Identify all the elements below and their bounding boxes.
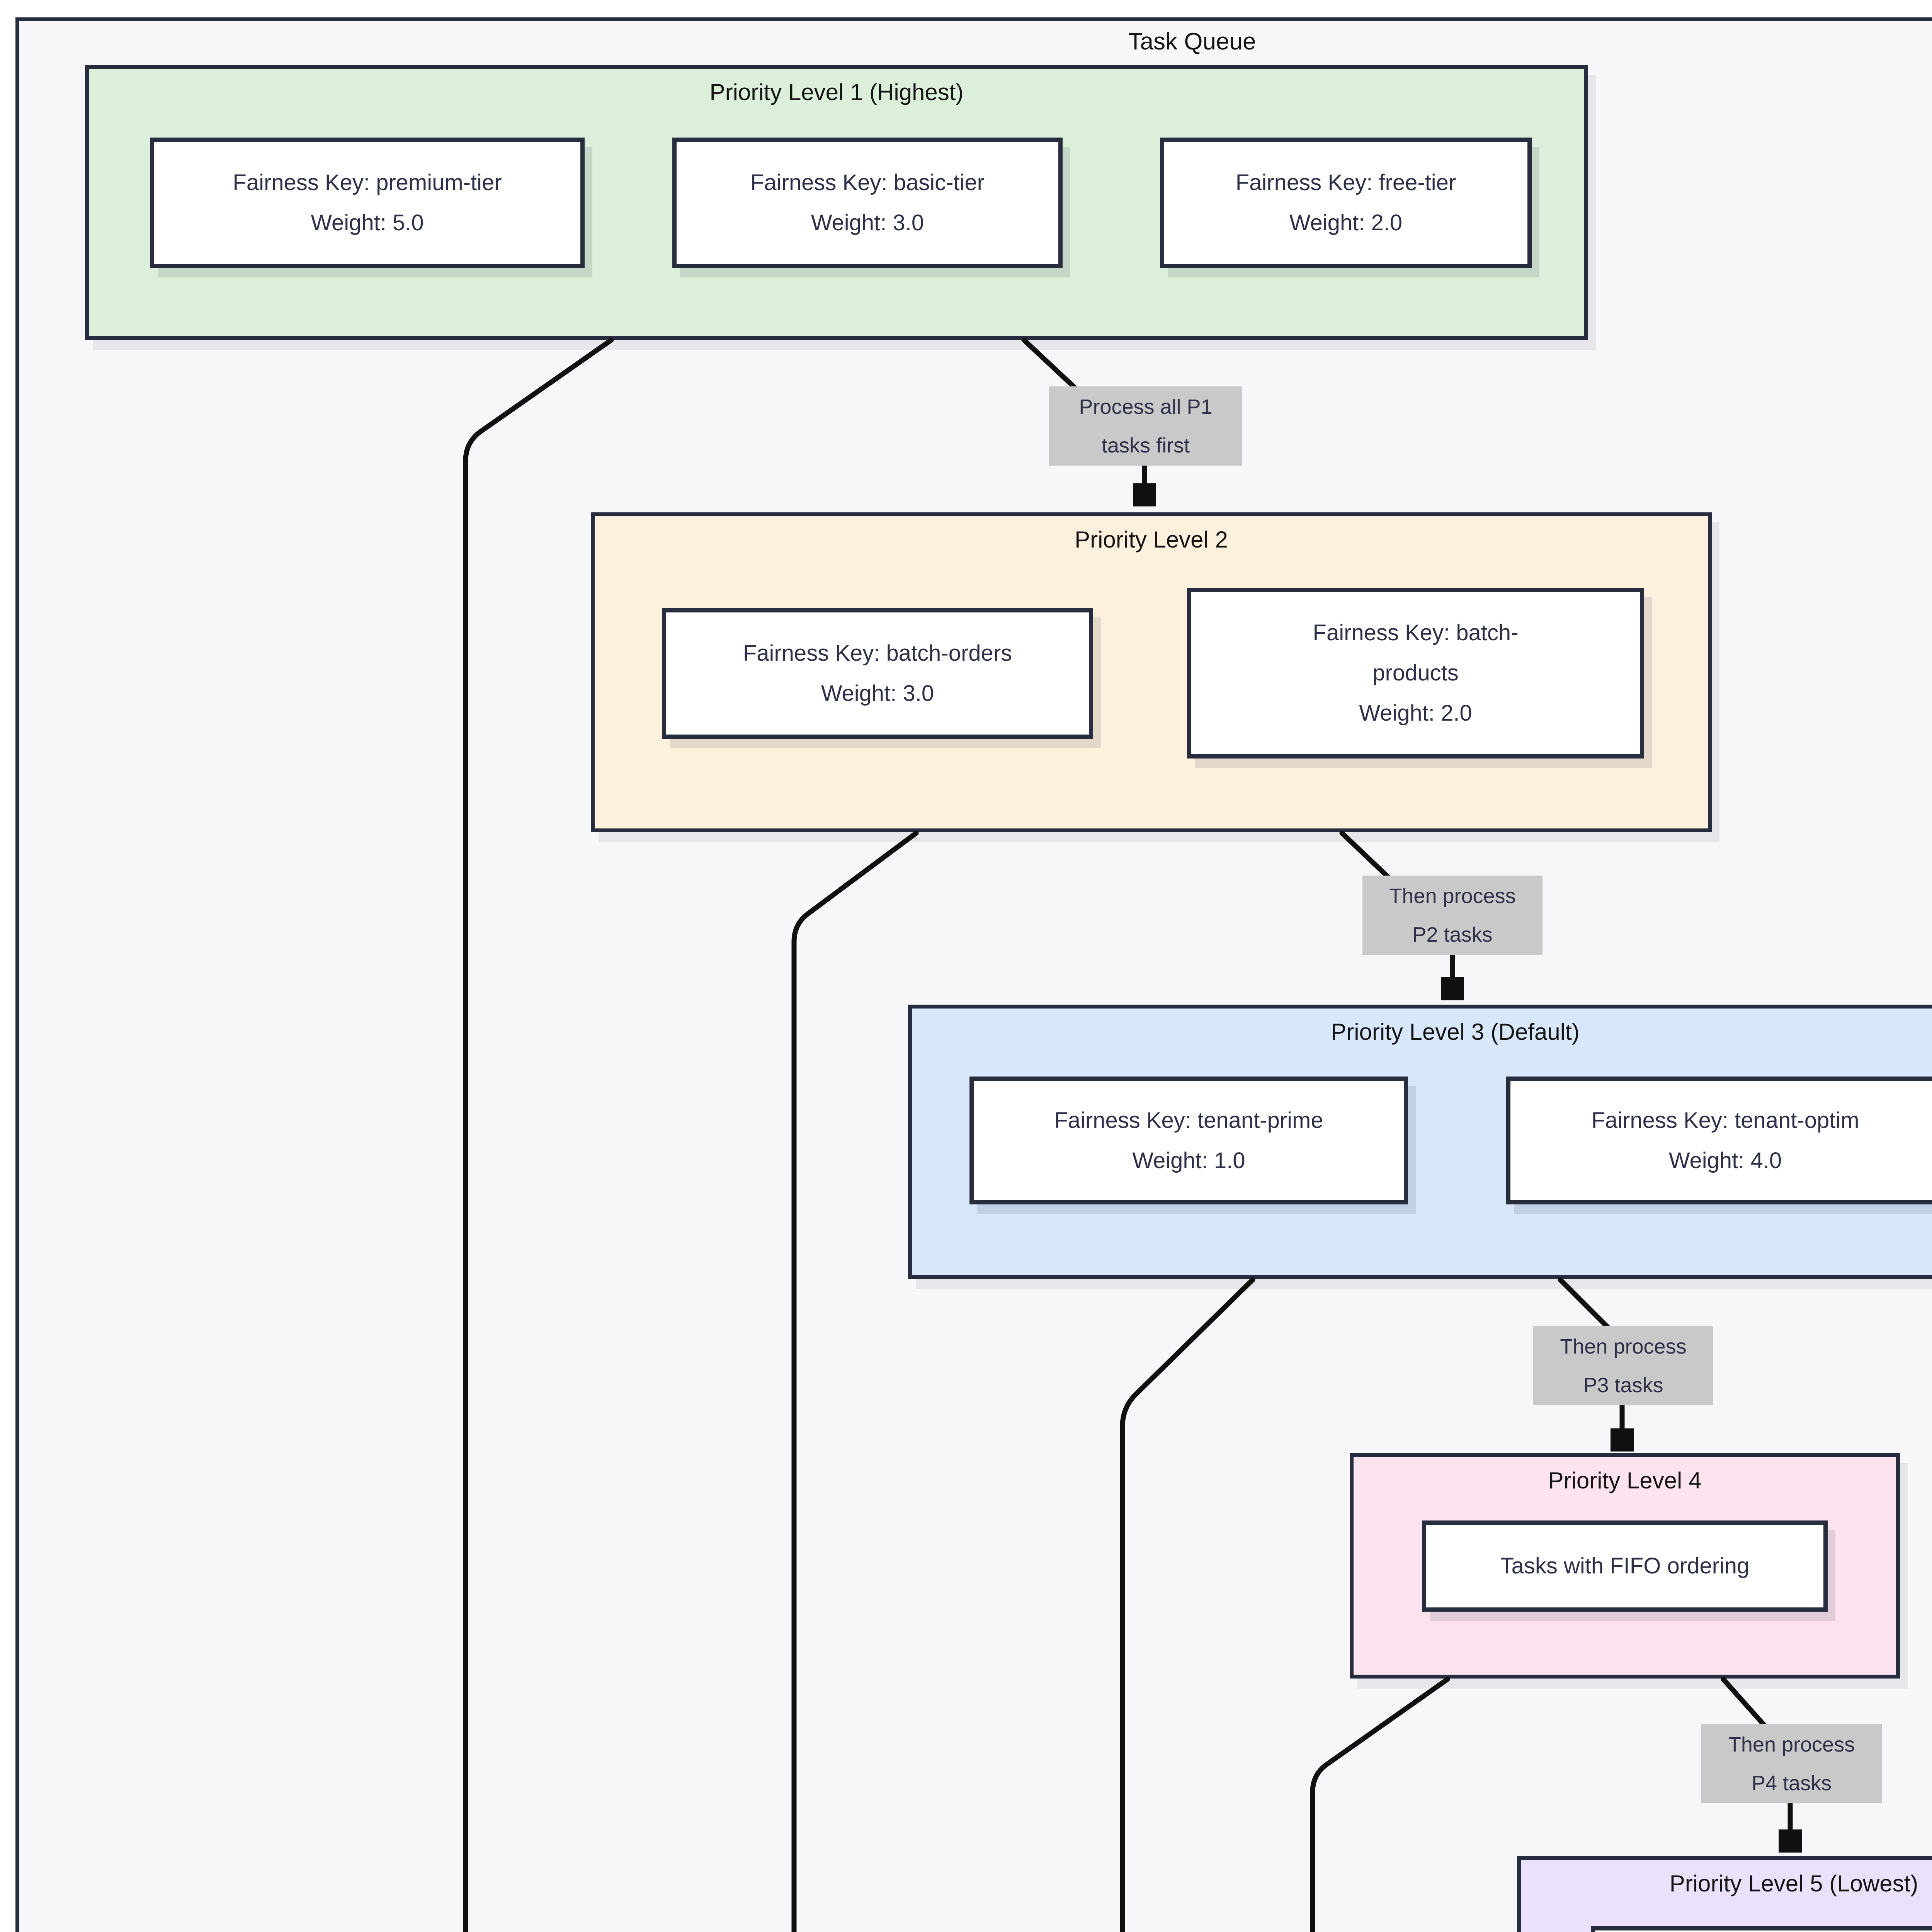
priority-level-5-title: Priority Level 5 (Lowest) bbox=[1669, 1871, 1918, 1896]
weight-label: Weight: 1.0 bbox=[1132, 1148, 1245, 1173]
edge-label-line: Then process bbox=[1560, 1335, 1687, 1358]
edge-label-line: Then process bbox=[1389, 884, 1516, 908]
edge-label-process-all-p1: Process all P1 tasks first bbox=[1049, 386, 1242, 466]
weight-label: Weight: 4.0 bbox=[1668, 1148, 1782, 1173]
fifo-tasks-p5: Tasks with FIFO ordering bbox=[1591, 1926, 1932, 1932]
priority-level-3-title: Priority Level 3 (Default) bbox=[1331, 1019, 1580, 1045]
edge-label-line: P4 tasks bbox=[1751, 1771, 1832, 1795]
edge-p3-to-workers bbox=[1120, 1277, 1255, 1932]
edge-p1-to-workers bbox=[463, 337, 614, 1932]
fairness-key-batch-products: Fairness Key: batch-products Weight: 2.0 bbox=[1187, 588, 1644, 759]
fairness-key-label: Fairness Key: tenant-optim bbox=[1591, 1107, 1859, 1133]
weight-label: Weight: 5.0 bbox=[311, 210, 424, 235]
edge-label-then-process-p3: Then process P3 tasks bbox=[1533, 1326, 1713, 1405]
priority-level-1-title: Priority Level 1 (Highest) bbox=[709, 79, 964, 105]
fairness-key-label: Fairness Key: basic-tier bbox=[750, 170, 985, 195]
fairness-key-batch-orders: Fairness Key: batch-orders Weight: 3.0 bbox=[662, 608, 1093, 739]
fairness-key-label: Fairness Key: free-tier bbox=[1235, 170, 1456, 195]
edge-label-line: P3 tasks bbox=[1583, 1373, 1663, 1397]
fairness-key-tenant-optim: Fairness Key: tenant-optim Weight: 4.0 bbox=[1506, 1077, 1932, 1204]
priority-level-2-title: Priority Level 2 bbox=[1075, 527, 1228, 553]
fairness-key-label: Fairness Key: batch-products bbox=[1313, 620, 1519, 685]
weight-label: Weight: 2.0 bbox=[1289, 210, 1403, 235]
fairness-key-premium-tier: Fairness Key: premium-tier Weight: 5.0 bbox=[150, 138, 585, 268]
priority-level-5: Priority Level 5 (Lowest) bbox=[1517, 1856, 1932, 1932]
priority-level-4-title: Priority Level 4 bbox=[1548, 1468, 1702, 1493]
edge-label-then-process-p2: Then process P2 tasks bbox=[1362, 876, 1543, 955]
edge-label-line: P2 tasks bbox=[1412, 923, 1493, 946]
weight-label: Weight: 3.0 bbox=[811, 210, 924, 235]
edge-label-then-process-p4: Then process P4 tasks bbox=[1701, 1724, 1882, 1803]
fairness-key-tenant-prime: Fairness Key: tenant-prime Weight: 1.0 bbox=[969, 1077, 1408, 1204]
weight-label: Weight: 2.0 bbox=[1359, 701, 1472, 726]
fairness-key-basic-tier: Fairness Key: basic-tier Weight: 3.0 bbox=[672, 138, 1063, 268]
weight-label: Weight: 3.0 bbox=[821, 681, 934, 706]
edge-label-line: Then process bbox=[1728, 1733, 1855, 1756]
edge-label-line: Process all P1 bbox=[1079, 395, 1213, 418]
edge-label-line: tasks first bbox=[1101, 434, 1190, 457]
fifo-tasks-p4: Tasks with FIFO ordering bbox=[1422, 1520, 1828, 1612]
fairness-key-label: Fairness Key: tenant-prime bbox=[1054, 1107, 1323, 1133]
fifo-label: Tasks with FIFO ordering bbox=[1500, 1553, 1750, 1578]
fairness-key-label: Fairness Key: premium-tier bbox=[233, 170, 502, 195]
diagram-title: Task Queue bbox=[1128, 28, 1256, 55]
fairness-key-free-tier: Fairness Key: free-tier Weight: 2.0 bbox=[1160, 138, 1532, 268]
edge-p4-to-workers bbox=[1310, 1677, 1450, 1932]
fairness-key-label: Fairness Key: batch-orders bbox=[743, 641, 1012, 666]
edge-p2-to-workers bbox=[791, 830, 919, 1932]
